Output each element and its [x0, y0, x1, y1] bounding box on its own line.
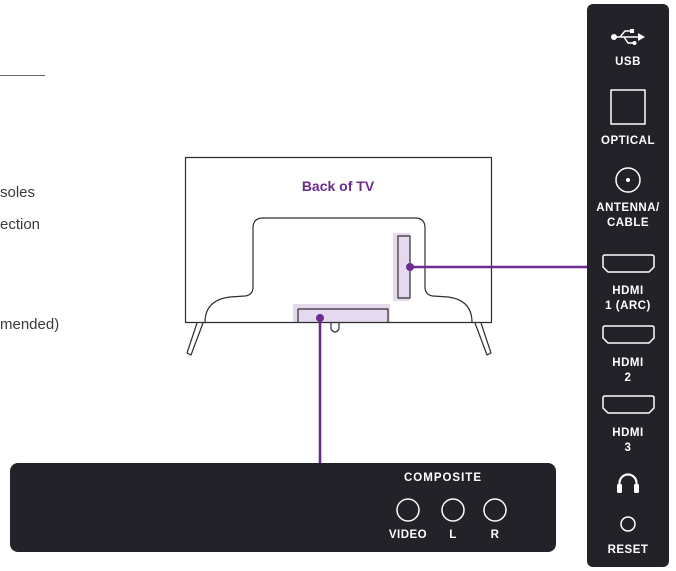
- port-label-line: ANTENNA/: [596, 202, 660, 214]
- headphone-icon-cup-left: [617, 484, 622, 493]
- hdmi-port-icon: [602, 395, 655, 414]
- audio-left-jack-label: L: [449, 529, 457, 541]
- reset-label: RESET: [587, 543, 669, 558]
- antenna-port-icon: [615, 167, 641, 193]
- usb-icon-part: [619, 30, 631, 38]
- bottom-port-compartment: [297, 308, 389, 323]
- rca-jack-icon-left: [441, 498, 465, 522]
- tv-label: Back of TV: [301, 178, 375, 194]
- tv-illustration: [184, 156, 493, 356]
- optical-port-label: OPTICAL: [587, 134, 669, 149]
- antenna-port-pin: [626, 178, 630, 182]
- side-port-highlight: [393, 233, 410, 301]
- usb-icon-part: [630, 29, 634, 33]
- bottom-port-panel: [10, 463, 556, 552]
- headphone-icon-cup-right: [634, 484, 639, 493]
- audio-right-jack-label: R: [490, 529, 500, 541]
- usb-icon-part: [623, 36, 633, 44]
- rca-jack-icon-video: [396, 498, 420, 522]
- usb-icon-part: [632, 41, 637, 45]
- side-port-compartment: [397, 235, 411, 299]
- port-label-line: 3: [624, 442, 632, 454]
- reset-button-icon: [620, 516, 636, 532]
- rca-jack-icon-right: [483, 498, 507, 522]
- usb-icon-part: [638, 33, 645, 41]
- antenna-port-label: ANTENNA/ CABLE: [587, 201, 669, 231]
- bottom-connector-dot: [316, 314, 324, 322]
- hdmi-2-port-label: HDMI 2: [587, 356, 669, 386]
- usb-icon: [611, 29, 645, 45]
- hdmi-1-port-label: HDMI 1 (ARC): [587, 284, 669, 314]
- headphone-icon: [617, 473, 639, 493]
- hdmi-port-icon: [602, 325, 655, 344]
- stand-leg-right: [474, 322, 492, 356]
- port-label-line: CABLE: [606, 217, 650, 229]
- port-label-line: HDMI: [612, 285, 644, 297]
- port-label-line: HDMI: [612, 357, 644, 369]
- port-label-line: RESET: [607, 544, 649, 556]
- headphone-icon-band: [618, 473, 638, 491]
- port-label-line: 2: [624, 372, 632, 384]
- tv-knob: [330, 323, 340, 333]
- left-text-line: ection: [0, 216, 41, 233]
- port-label-line: 1 (ARC): [605, 300, 651, 312]
- tv-outline: [184, 156, 493, 324]
- stand-leg-left: [186, 322, 204, 356]
- side-connector-dot: [406, 263, 414, 271]
- port-label-line: HDMI: [612, 427, 644, 439]
- port-label-line: OPTICAL: [601, 135, 655, 147]
- port-label-line: USB: [615, 56, 641, 68]
- hdmi-port-icon: [602, 254, 655, 273]
- hdmi-3-port-label: HDMI 3: [587, 426, 669, 456]
- left-text-line: soles: [0, 184, 36, 201]
- composite-title: COMPOSITE: [403, 472, 482, 484]
- optical-port-icon: [610, 89, 646, 125]
- side-port-panel: [587, 4, 669, 567]
- usb-port-label: USB: [587, 55, 669, 70]
- antenna-port-ring: [615, 167, 641, 193]
- bottom-port-highlight: [293, 304, 390, 323]
- video-jack-label: VIDEO: [388, 529, 428, 541]
- tv-back-housing: [204, 217, 473, 323]
- left-text-line: mended): [0, 316, 60, 333]
